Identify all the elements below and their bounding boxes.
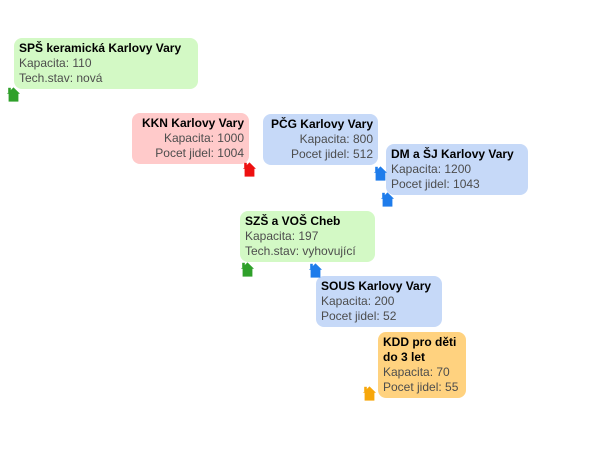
house-icon-blue[interactable]: [309, 263, 322, 278]
marker-detail-techstav: Tech.stav: nová: [19, 71, 103, 85]
house-icon-green[interactable]: [7, 87, 20, 102]
marker-title: KDD pro děti do 3 let: [383, 335, 457, 364]
marker-callout-sps-keramicka: SPŠ keramická Karlovy Vary Kapacita: 110…: [14, 38, 198, 89]
marker-detail-kapacita: Kapacita: 70: [383, 365, 450, 379]
marker-detail-pocet-jidel: Pocet jidel: 52: [321, 309, 397, 323]
marker-detail-kapacita: Kapacita: 800: [299, 132, 373, 146]
house-glyph: [381, 192, 394, 207]
house-icon-green[interactable]: [241, 262, 254, 277]
marker-detail-pocet-jidel: Pocet jidel: 1004: [155, 146, 244, 160]
house-icon-red[interactable]: [243, 162, 256, 177]
marker-title: DM a ŠJ Karlovy Vary: [391, 147, 514, 161]
marker-callout-sous: SOUS Karlovy Vary Kapacita: 200 Pocet ji…: [316, 276, 442, 327]
marker-detail-kapacita: Kapacita: 1200: [391, 162, 472, 176]
house-glyph: [243, 162, 256, 177]
marker-callout-pcg: PČG Karlovy Vary Kapacita: 800 Pocet jid…: [263, 114, 378, 165]
marker-callout-dm-sj: DM a ŠJ Karlovy Vary Kapacita: 1200 Poce…: [386, 144, 528, 195]
house-icon-orange[interactable]: [363, 386, 376, 401]
house-icon-blue[interactable]: [381, 192, 394, 207]
marker-detail-kapacita: Kapacita: 197: [245, 229, 319, 243]
house-glyph: [241, 262, 254, 277]
house-glyph: [363, 386, 376, 401]
marker-detail-kapacita: Kapacita: 1000: [163, 131, 244, 145]
marker-detail-techstav: Tech.stav: vyhovující: [245, 244, 356, 258]
marker-title: PČG Karlovy Vary: [270, 117, 373, 131]
marker-detail-pocet-jidel: Pocet jidel: 512: [290, 147, 373, 161]
marker-detail-pocet-jidel: Pocet jidel: 55: [383, 380, 459, 394]
house-icon-blue[interactable]: [374, 166, 387, 181]
marker-callout-kdd: KDD pro děti do 3 let Kapacita: 70 Pocet…: [378, 332, 466, 398]
marker-title: SZŠ a VOŠ Cheb: [245, 214, 341, 228]
house-glyph: [309, 263, 322, 278]
marker-detail-pocet-jidel: Pocet jidel: 1043: [391, 177, 480, 191]
marker-detail-kapacita: Kapacita: 200: [321, 294, 395, 308]
marker-callout-kkn: KKN Karlovy Vary Kapacita: 1000 Pocet ji…: [132, 113, 249, 164]
marker-callout-szs-vos-cheb: SZŠ a VOŠ Cheb Kapacita: 197 Tech.stav: …: [240, 211, 375, 262]
marker-title: SPŠ keramická Karlovy Vary: [19, 41, 182, 55]
house-glyph: [7, 87, 20, 102]
marker-detail-kapacita: Kapacita: 110: [19, 56, 92, 70]
marker-title: KKN Karlovy Vary: [141, 116, 244, 130]
marker-title: SOUS Karlovy Vary: [321, 279, 432, 293]
house-glyph: [374, 166, 387, 181]
